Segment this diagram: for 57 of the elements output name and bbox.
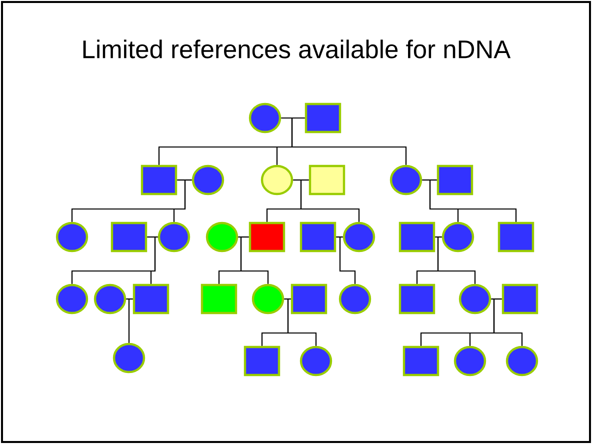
couple-line: [177, 179, 192, 181]
descent-line: [173, 180, 186, 222]
descent-line: [287, 299, 317, 346]
male-square: [140, 164, 178, 196]
male-square: [304, 102, 342, 134]
female-circle: [206, 222, 238, 252]
descent-line: [128, 299, 130, 343]
couple-line: [126, 298, 133, 300]
descent-line: [150, 237, 156, 284]
male-square: [200, 284, 238, 314]
couple-line: [435, 236, 442, 238]
female-circle: [458, 284, 492, 314]
male-square: [248, 222, 286, 252]
female-circle: [94, 284, 126, 314]
couple-line: [284, 298, 291, 300]
couple-line: [336, 236, 343, 238]
male-square: [402, 346, 440, 376]
couple-line: [147, 236, 158, 238]
female-circle: [56, 222, 88, 252]
female-circle: [442, 222, 474, 252]
descent-line: [291, 118, 407, 165]
female-circle: [248, 102, 282, 134]
male-square: [308, 164, 346, 196]
title: Limited references available for nDNA: [83, 40, 511, 58]
female-circle: [260, 164, 294, 196]
female-circle: [252, 284, 284, 314]
couple-line: [422, 179, 437, 181]
male-square: [110, 222, 148, 252]
male-square: [498, 222, 534, 252]
male-square: [300, 222, 336, 252]
couple-line: [238, 236, 249, 238]
female-circle: [158, 222, 190, 252]
male-square: [436, 164, 474, 196]
male-square: [132, 284, 170, 314]
couple-line: [281, 117, 305, 119]
female-circle: [192, 164, 224, 196]
descent-line: [300, 180, 360, 222]
female-circle: [342, 222, 376, 252]
male-square: [398, 222, 436, 252]
descent-line: [240, 237, 269, 284]
female-circle: [506, 346, 538, 376]
couple-line: [491, 298, 502, 300]
female-circle: [454, 346, 486, 376]
female-circle: [300, 346, 332, 376]
descent-line: [493, 299, 523, 346]
male-square: [502, 284, 538, 314]
female-circle: [112, 342, 146, 374]
male-square: [244, 346, 280, 376]
descent-line: [339, 237, 356, 284]
female-circle: [56, 284, 88, 314]
male-square: [290, 284, 328, 314]
descent-line: [429, 180, 517, 222]
descent-line: [437, 237, 476, 284]
couple-line: [293, 179, 309, 181]
female-circle: [390, 164, 422, 196]
female-circle: [338, 284, 372, 314]
male-square: [398, 284, 436, 314]
